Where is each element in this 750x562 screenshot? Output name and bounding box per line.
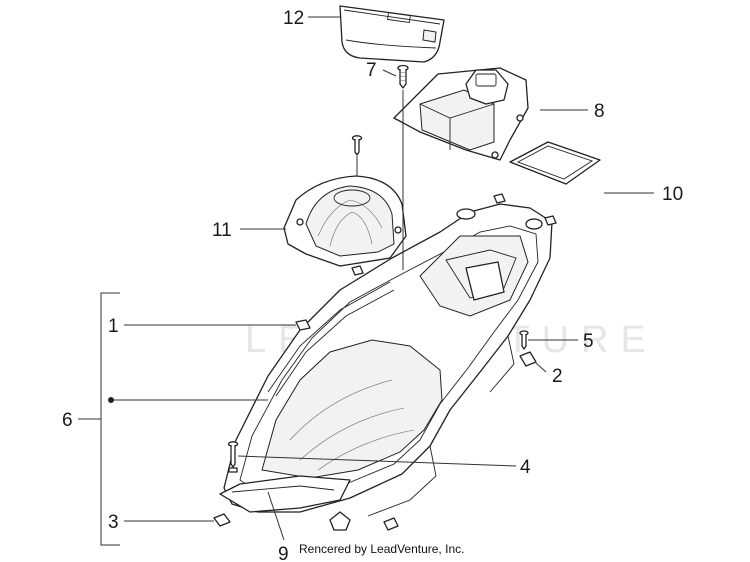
callout-9: 9 xyxy=(278,544,289,562)
callout-11: 11 xyxy=(212,220,232,241)
part-2-clip xyxy=(519,351,537,367)
part-8-tray xyxy=(393,67,529,161)
part-5-screw xyxy=(519,330,529,350)
part-12-cover xyxy=(339,5,445,63)
credit-text: Rencered by LeadVenture, Inc. xyxy=(299,542,464,556)
part-6-helmet-bay xyxy=(219,203,553,531)
callout-5: 5 xyxy=(583,331,594,352)
callout-7: 7 xyxy=(366,60,377,81)
callout-1: 1 xyxy=(108,316,119,337)
callout-6-dot xyxy=(108,397,114,403)
part-7-screw xyxy=(397,64,409,89)
part-1-clip xyxy=(295,193,557,331)
part-11-screw xyxy=(351,135,363,156)
callout-4: 4 xyxy=(520,457,531,478)
callout-6: 6 xyxy=(62,410,73,431)
part-3-clip xyxy=(213,513,399,531)
part-10-pad xyxy=(509,141,601,185)
callout-12: 12 xyxy=(283,8,304,29)
callout-2: 2 xyxy=(552,366,563,387)
part-4-bolt xyxy=(227,441,239,473)
part-11-dome-cover xyxy=(283,175,407,267)
callout-8: 8 xyxy=(594,101,605,122)
callout-3: 3 xyxy=(108,512,119,533)
leader-lines xyxy=(78,16,654,546)
callout-10: 10 xyxy=(662,184,683,205)
